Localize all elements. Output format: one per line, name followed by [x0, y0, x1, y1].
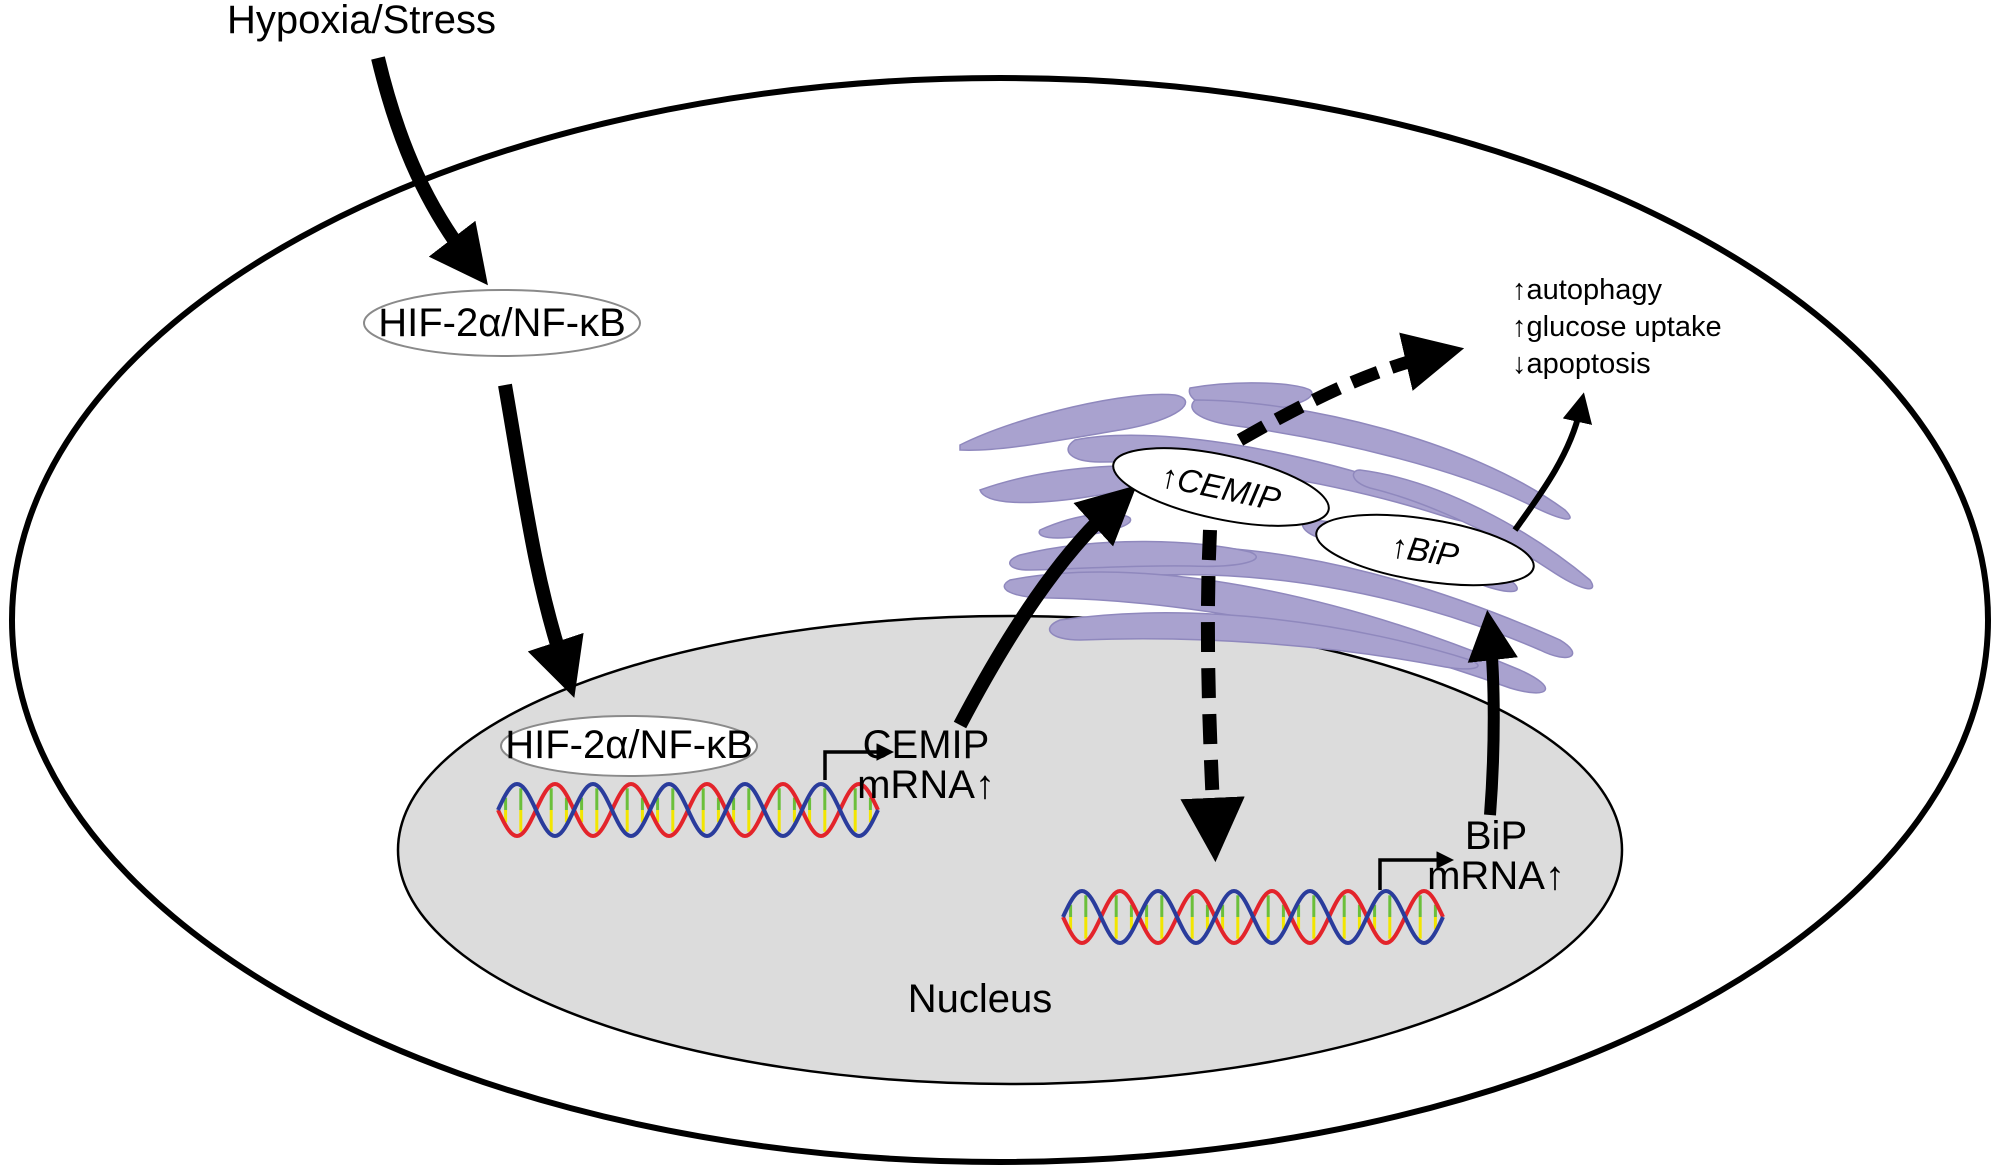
bip-transcription-start-arrow	[1378, 851, 1454, 890]
stimulus-label: Hypoxia/Stress	[227, 0, 496, 42]
dna-strand-blue	[496, 781, 880, 839]
hif-nfkb-nucleus-oval	[500, 715, 758, 777]
bip-mrna-label-line1: BiP	[1465, 814, 1527, 858]
bip-mrna-to-protein-arrow	[1467, 609, 1518, 816]
cemip-mrna-label-line2: mRNA↑	[857, 763, 995, 807]
cemip-to-dna-dashed-arrow	[1180, 529, 1245, 863]
dna-strand-blue	[1061, 888, 1445, 946]
outcome-apoptosis: ↓apoptosis	[1512, 348, 1651, 380]
stress-to-hif-arrow	[371, 56, 488, 286]
bip-to-outcomes-arrow	[1512, 392, 1593, 532]
cemip-to-outcomes-dashed-arrow	[1236, 332, 1465, 446]
bip-mrna-label-line2: mRNA↑	[1427, 854, 1565, 898]
hif-to-nucleus-arrow	[498, 383, 584, 698]
dna-helix-cemip	[496, 781, 880, 839]
bip-protein-oval	[1315, 513, 1535, 587]
hif-nfkb-cytoplasm-label: HIF-2α/NF-κB	[378, 301, 626, 345]
hif-nfkb-nucleus-label: HIF-2α/NF-κB	[505, 723, 753, 767]
cemip-transcription-start-arrow	[823, 743, 894, 780]
nucleus-label: Nucleus	[908, 977, 1053, 1021]
cemip-protein-oval	[1112, 447, 1330, 527]
outcome-glucose-uptake: ↑glucose uptake	[1512, 311, 1722, 343]
cemip-mrna-to-protein-arrow	[953, 485, 1137, 729]
outcome-autophagy: ↑autophagy	[1512, 274, 1662, 306]
hif-nfkb-cytoplasm-oval	[363, 289, 641, 357]
cemip-mrna-label-line1: CEMIP	[863, 723, 990, 767]
dna-helix-bip	[1061, 888, 1445, 946]
outcomes-list: ↑autophagy ↑glucose uptake ↓apoptosis	[1512, 274, 1722, 380]
